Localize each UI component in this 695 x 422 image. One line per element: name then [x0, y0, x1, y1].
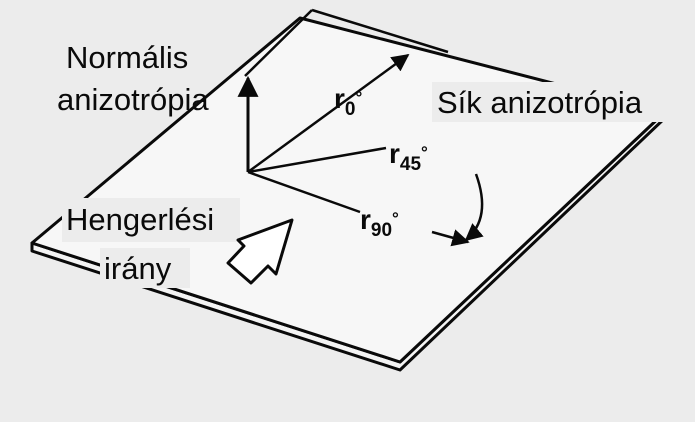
mask-irany — [100, 248, 190, 288]
normal-anisotropy-label-line1: Normális — [66, 40, 189, 75]
r90-label: r90° — [360, 204, 399, 241]
rolling-direction-label-line2: irány — [104, 251, 172, 286]
mask-hengerlesi — [62, 198, 240, 242]
r90-tail — [431, 229, 470, 247]
r45-direction-line — [247, 146, 387, 174]
plane-anisotropy-label: Sík anizotrópia — [437, 85, 643, 120]
mask-sik — [432, 82, 680, 122]
r0-label: r0° — [334, 83, 363, 120]
r90-direction-line — [247, 170, 361, 214]
reference-plane — [244, 8, 449, 77]
rolling-direction-label-line1: Hengerlési — [66, 202, 215, 237]
r45-label: r45° — [389, 138, 428, 175]
angle-sweep-arrow — [464, 173, 484, 242]
r0-direction-arrow — [247, 53, 410, 174]
normal-anisotropy-label-line2: anizotrópia — [57, 82, 209, 117]
rolling-direction-arrow — [226, 218, 294, 285]
